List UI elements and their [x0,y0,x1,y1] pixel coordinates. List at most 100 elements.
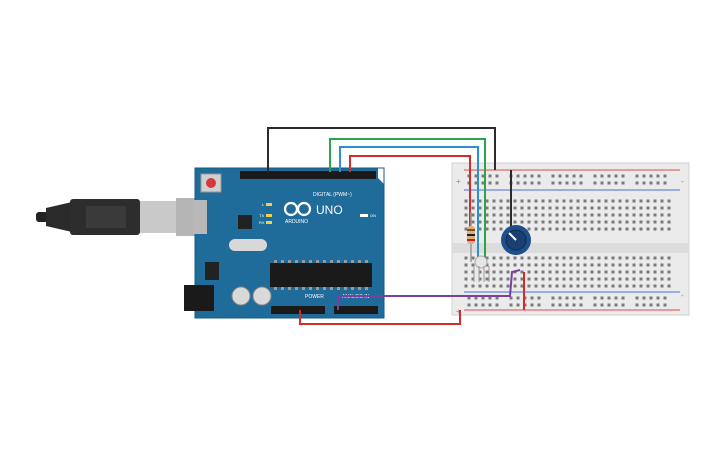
breadboard-hole[interactable] [611,199,615,203]
breadboard-hole[interactable] [527,220,531,224]
breadboard-hole[interactable] [632,220,636,224]
breadboard-hole[interactable] [590,213,594,217]
breadboard-hole[interactable] [653,199,657,203]
breadboard-hole[interactable] [555,277,559,281]
breadboard-hole[interactable] [663,303,667,307]
breadboard-hole[interactable] [509,296,513,300]
breadboard-hole[interactable] [621,181,625,185]
breadboard-hole[interactable] [600,296,604,300]
breadboard-hole[interactable] [527,199,531,203]
breadboard-hole[interactable] [474,296,478,300]
breadboard-hole[interactable] [562,220,566,224]
breadboard-hole[interactable] [492,256,496,260]
breadboard-hole[interactable] [579,174,583,178]
breadboard-hole[interactable] [597,199,601,203]
breadboard-hole[interactable] [663,296,667,300]
breadboard-hole[interactable] [656,174,660,178]
breadboard-hole[interactable] [653,256,657,260]
breadboard-hole[interactable] [611,277,615,281]
breadboard-hole[interactable] [611,213,615,217]
breadboard-hole[interactable] [604,220,608,224]
breadboard-hole[interactable] [530,181,534,185]
breadboard-hole[interactable] [464,256,468,260]
breadboard-hole[interactable] [499,277,503,281]
breadboard-hole[interactable] [576,220,580,224]
breadboard-hole[interactable] [506,263,510,267]
breadboard-hole[interactable] [632,206,636,210]
breadboard-hole[interactable] [646,284,650,288]
breadboard-hole[interactable] [653,277,657,281]
breadboard-hole[interactable] [471,284,475,288]
breadboard-hole[interactable] [583,213,587,217]
breadboard-hole[interactable] [541,284,545,288]
breadboard-hole[interactable] [576,199,580,203]
breadboard-hole[interactable] [534,256,538,260]
breadboard-hole[interactable] [548,284,552,288]
breadboard-hole[interactable] [541,256,545,260]
breadboard-hole[interactable] [639,284,643,288]
breadboard-hole[interactable] [527,277,531,281]
breadboard-hole[interactable] [576,213,580,217]
breadboard-hole[interactable] [632,256,636,260]
breadboard-hole[interactable] [569,227,573,231]
breadboard-hole[interactable] [625,199,629,203]
breadboard-hole[interactable] [639,263,643,267]
breadboard-hole[interactable] [492,213,496,217]
breadboard-hole[interactable] [625,284,629,288]
breadboard-hole[interactable] [527,270,531,274]
breadboard[interactable]: + - + - [451,162,690,316]
breadboard-hole[interactable] [541,263,545,267]
breadboard-hole[interactable] [604,206,608,210]
breadboard-hole[interactable] [597,213,601,217]
breadboard-hole[interactable] [541,277,545,281]
breadboard-hole[interactable] [590,199,594,203]
breadboard-hole[interactable] [618,263,622,267]
breadboard-hole[interactable] [649,181,653,185]
breadboard-hole[interactable] [607,303,611,307]
breadboard-hole[interactable] [492,263,496,267]
breadboard-hole[interactable] [464,220,468,224]
breadboard-hole[interactable] [579,181,583,185]
breadboard-hole[interactable] [576,227,580,231]
breadboard-hole[interactable] [653,270,657,274]
breadboard-hole[interactable] [653,284,657,288]
breadboard-hole[interactable] [576,270,580,274]
breadboard-hole[interactable] [506,270,510,274]
breadboard-hole[interactable] [621,174,625,178]
breadboard-holes[interactable] [464,174,671,307]
breadboard-hole[interactable] [618,277,622,281]
breadboard-hole[interactable] [499,206,503,210]
breadboard-hole[interactable] [597,206,601,210]
breadboard-hole[interactable] [565,174,569,178]
breadboard-hole[interactable] [597,277,601,281]
breadboard-hole[interactable] [464,263,468,267]
breadboard-hole[interactable] [660,199,664,203]
breadboard-hole[interactable] [513,277,517,281]
breadboard-hole[interactable] [614,303,618,307]
breadboard-hole[interactable] [562,263,566,267]
breadboard-hole[interactable] [639,270,643,274]
breadboard-hole[interactable] [569,256,573,260]
breadboard-hole[interactable] [597,263,601,267]
breadboard-hole[interactable] [562,277,566,281]
breadboard-hole[interactable] [625,263,629,267]
breadboard-hole[interactable] [583,270,587,274]
breadboard-hole[interactable] [523,174,527,178]
breadboard-hole[interactable] [667,213,671,217]
breadboard-hole[interactable] [548,227,552,231]
breadboard-hole[interactable] [492,227,496,231]
breadboard-hole[interactable] [523,181,527,185]
breadboard-hole[interactable] [639,227,643,231]
breadboard-hole[interactable] [667,270,671,274]
breadboard-hole[interactable] [576,277,580,281]
breadboard-hole[interactable] [481,174,485,178]
breadboard-hole[interactable] [646,263,650,267]
wire-black[interactable] [267,127,496,172]
breadboard-hole[interactable] [660,270,664,274]
breadboard-hole[interactable] [488,296,492,300]
breadboard-hole[interactable] [499,213,503,217]
breadboard-hole[interactable] [614,181,618,185]
breadboard-hole[interactable] [569,270,573,274]
breadboard-hole[interactable] [621,303,625,307]
breadboard-hole[interactable] [520,263,524,267]
